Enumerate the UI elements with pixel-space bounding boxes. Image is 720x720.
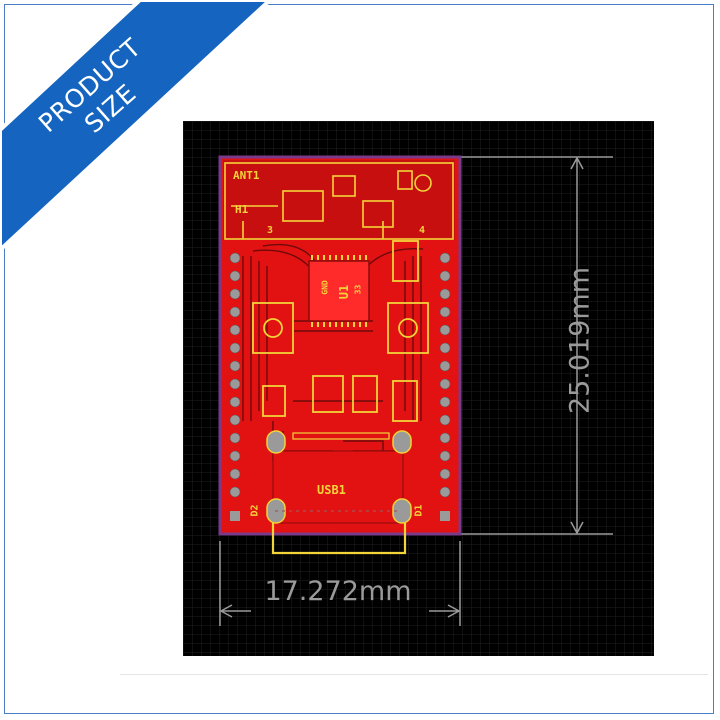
silk-d2: D2 xyxy=(249,504,261,517)
silk-usb1: USB1 xyxy=(317,483,346,497)
silk-d1: D1 xyxy=(413,504,425,517)
silk-33: 33 xyxy=(353,284,363,295)
silk-gnd: GND xyxy=(320,280,330,295)
pcb-drawing xyxy=(183,121,654,656)
pcb-layout-view: ANT1 H1 3 4 U1 GND 33 USB1 D2 D1 xyxy=(183,121,654,656)
height-dimension-label: 25.019mm xyxy=(564,266,596,415)
product-frame xyxy=(4,4,714,714)
ribbon-shape xyxy=(0,0,270,250)
usb-connector xyxy=(266,430,412,555)
silk-h1: H1 xyxy=(235,203,249,216)
chip-u1 xyxy=(308,255,370,327)
dimension-lines xyxy=(219,156,613,626)
silk-u1: U1 xyxy=(337,284,352,300)
silk-pad3: 3 xyxy=(267,225,274,236)
bottom-divider xyxy=(120,674,708,675)
width-dimension-label: 17.272mm xyxy=(264,576,412,607)
silk-ant1: ANT1 xyxy=(233,169,260,182)
product-size-ribbon: PRODUCT SIZE xyxy=(0,0,270,250)
silk-pad4: 4 xyxy=(419,225,426,236)
